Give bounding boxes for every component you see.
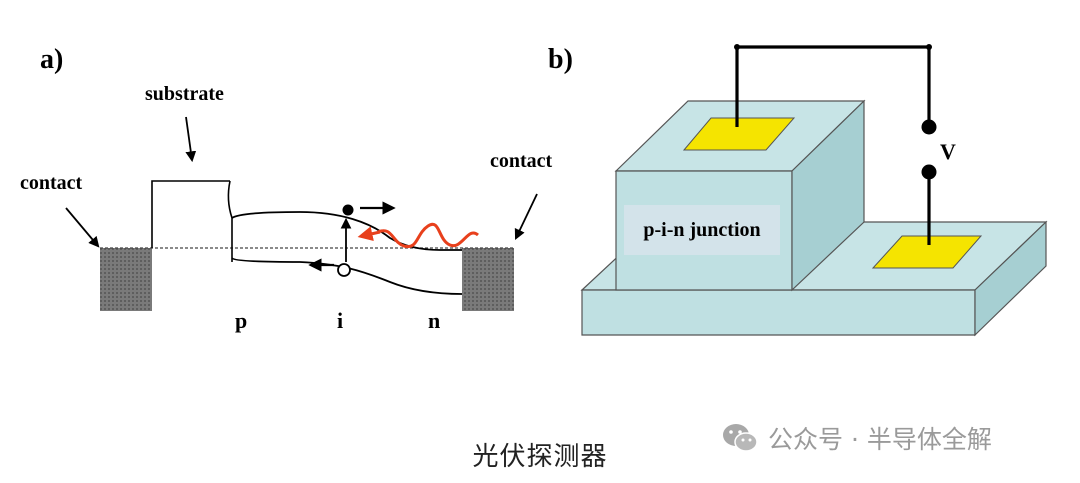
junction-label: p-i-n junction <box>643 219 760 241</box>
region-n-label: n <box>428 308 440 333</box>
contact-left-pointer <box>65 207 100 248</box>
circuit-wire-top <box>735 45 931 127</box>
figure-caption: 光伏探测器 <box>472 442 608 472</box>
junction-block-side <box>791 99 865 292</box>
top-contact-pad <box>682 117 796 151</box>
wire-corner-left <box>734 44 740 50</box>
electron-dot <box>342 204 354 216</box>
base-slab-side <box>974 220 1047 337</box>
photon-arrow <box>357 226 381 242</box>
photon-wave <box>377 222 480 249</box>
conduction-band <box>231 211 462 251</box>
region-i-label: i <box>337 308 343 333</box>
panel-a: a) substrate contact contact <box>20 44 553 333</box>
left-contact-block <box>100 248 152 311</box>
watermark-text: 公众号 · 半导体全解 <box>768 425 992 454</box>
watermark: 公众号 · 半导体全解 <box>720 418 992 458</box>
bottom-contact-pad <box>871 235 983 269</box>
substrate-edge <box>227 180 233 248</box>
substrate-outline <box>151 180 230 248</box>
panel-a-tag: a) <box>40 44 63 75</box>
right-contact-block <box>462 248 514 311</box>
substrate-label: substrate <box>145 83 224 105</box>
region-p-label: p <box>235 308 247 333</box>
voltage-label: V <box>940 139 956 164</box>
wire-corner-right <box>926 44 932 50</box>
contact-right-label: contact <box>490 150 553 172</box>
wechat-icon <box>723 424 758 452</box>
terminal-top <box>921 119 937 135</box>
panel-b: b) p-i-n junction V <box>548 44 1048 337</box>
contact-left-label: contact <box>20 172 83 194</box>
panel-b-tag: b) <box>548 44 573 75</box>
junction-label-bg <box>624 205 780 255</box>
hole-circle <box>337 263 351 277</box>
contact-right-pointer <box>514 193 538 240</box>
substrate-pointer <box>185 116 197 163</box>
base-slab-front <box>581 289 976 336</box>
